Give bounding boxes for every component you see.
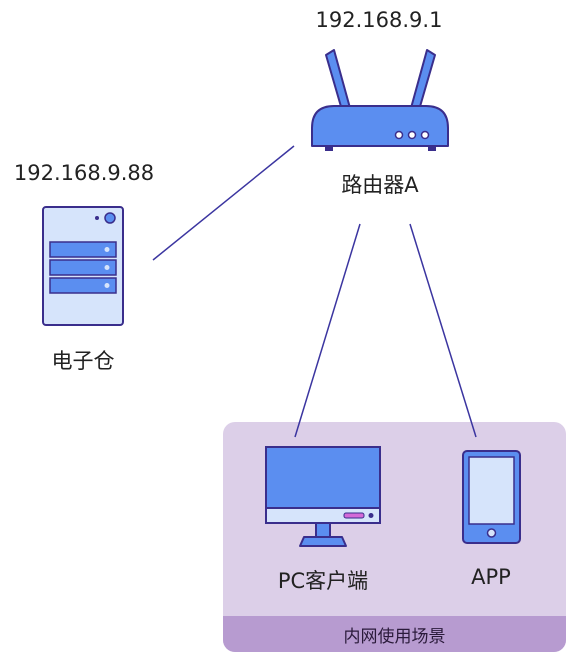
router-icon — [311, 49, 449, 151]
router-label: 路由器A — [341, 173, 419, 197]
server-ip-label: 192.168.9.88 — [13, 161, 155, 185]
pc-monitor-icon — [265, 446, 381, 547]
app-label: APP — [471, 565, 511, 589]
intranet-title: 内网使用场景 — [223, 616, 566, 652]
pc-client-label: PC客户端 — [277, 569, 369, 593]
phone-icon — [462, 450, 521, 544]
link-router-server — [152, 145, 295, 261]
router-ip-label: 192.168.9.1 — [315, 8, 443, 32]
link-router-pc — [294, 223, 361, 438]
server-icon — [42, 206, 124, 326]
server-label: 电子仓 — [51, 349, 115, 373]
link-router-app — [409, 223, 477, 438]
